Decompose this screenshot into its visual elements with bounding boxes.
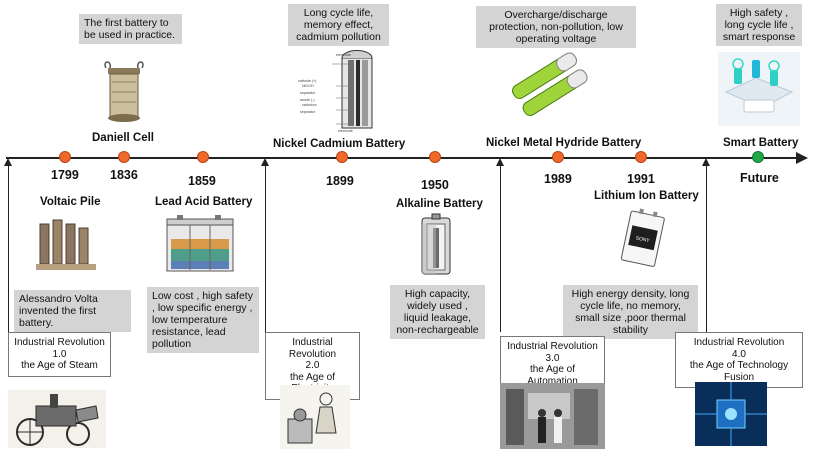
lead-acid-title: Lead Acid Battery xyxy=(155,196,253,208)
revolution-2-line2: 2.0 xyxy=(305,360,320,371)
voltaic-title: Voltaic Pile xyxy=(40,196,101,208)
nicd-label-separator-1: separator xyxy=(300,91,316,95)
revolution-2-line1: Industrial Revolution xyxy=(288,337,337,360)
daniell-note: The first battery to be used in practice… xyxy=(79,14,182,44)
revolution-1-arrowhead xyxy=(4,158,12,166)
milestone-dot-1799 xyxy=(59,151,71,163)
future-label: Future xyxy=(740,171,779,185)
timeline-axis xyxy=(6,157,796,159)
year-label: 1991 xyxy=(627,172,655,186)
nicd-label-electrode-bottom: electrode xyxy=(338,129,353,133)
technology-fusion-image xyxy=(695,382,767,446)
revolution-3-connector xyxy=(500,162,501,332)
revolution-1-line1: Industrial Revolution xyxy=(14,337,105,348)
timeline-arrowhead xyxy=(796,152,808,164)
lead-acid-note: Low cost , high safety , low specific en… xyxy=(147,287,259,353)
future-dot xyxy=(752,151,764,163)
year-label: 1836 xyxy=(110,168,138,182)
revolution-4-line1: Industrial Revolution xyxy=(693,337,785,348)
voltaic-pile-image xyxy=(36,219,96,270)
nicd-label-niooh: NiOOH xyxy=(302,84,314,88)
nicd-label-cathode: cathode (+) xyxy=(298,79,316,83)
daniell-title: Daniell Cell xyxy=(92,132,154,144)
nicd-label-cadmium: cadmium xyxy=(302,103,317,107)
revolution-1-line2: 1.0 xyxy=(52,348,67,360)
milestone-dot-1991 xyxy=(635,151,647,163)
milestone-dot-1989 xyxy=(552,151,564,163)
smart-note: High safety , long cycle life , smart re… xyxy=(716,4,802,46)
nicd-label-anode: anode (-) xyxy=(300,98,315,102)
revolution-4-line3: the Age of Technology Fusion xyxy=(689,360,789,383)
alkaline-note: High capacity, widely used , liquid leak… xyxy=(390,285,485,339)
year-label: 1859 xyxy=(188,174,216,188)
revolution-2-connector xyxy=(265,162,266,332)
nimh-title: Nickel Metal Hydride Battery xyxy=(486,137,642,149)
li-ion-brand-label: SONY xyxy=(635,235,651,244)
smart-battery-image xyxy=(718,52,800,126)
voltaic-note: Alessandro Volta invented the first batt… xyxy=(14,290,131,332)
nimh-note: Overcharge/discharge protection, non-pol… xyxy=(476,6,636,48)
daniell-cell-image xyxy=(104,61,144,122)
revolution-1-connector xyxy=(8,162,9,332)
lead-acid-battery-image xyxy=(166,215,234,272)
year-label: 1950 xyxy=(421,178,449,192)
revolution-4-connector xyxy=(706,162,707,332)
li-ion-note: High energy density, long cycle life, no… xyxy=(563,285,698,339)
steam-engine-image xyxy=(8,390,106,448)
revolution-2-arrowhead xyxy=(261,158,269,166)
revolution-1-box: Industrial Revolution 1.0 the Age of Ste… xyxy=(8,332,111,377)
revolution-3-box: Industrial Revolution 3.0 the Age of Aut… xyxy=(500,336,605,392)
li-ion-battery-image: SONY xyxy=(620,208,665,267)
milestone-dot-1899 xyxy=(336,151,348,163)
nimh-battery-image xyxy=(512,52,588,116)
revolution-3-line1: Industrial Revolution xyxy=(507,341,598,352)
revolution-1-line3: the Age of Steam xyxy=(21,360,98,371)
revolution-4-arrowhead xyxy=(702,158,710,166)
milestone-dot-1950 xyxy=(429,151,441,163)
li-ion-title: Lithium Ion Battery xyxy=(594,190,699,202)
year-label: 1799 xyxy=(51,168,79,182)
year-label: 1899 xyxy=(326,174,354,188)
alkaline-title: Alkaline Battery xyxy=(396,198,483,210)
nicd-cross-section-image: electrode cathode (+) NiOOH separator an… xyxy=(298,50,373,133)
revolution-3-line3: the Age of Automation xyxy=(527,364,578,387)
automation-room-image xyxy=(500,383,605,449)
milestone-dot-1859 xyxy=(197,151,209,163)
nicd-title: Nickel Cadmium Battery xyxy=(273,138,406,150)
year-label: 1989 xyxy=(544,172,572,186)
nicd-label-electrode-top: electrode xyxy=(336,53,351,57)
smart-title: Smart Battery xyxy=(723,137,799,149)
revolution-4-box: Industrial Revolution 4.0 the Age of Tec… xyxy=(675,332,803,388)
milestone-dot-1836 xyxy=(118,151,130,163)
nicd-label-separator-2: separator xyxy=(300,110,316,114)
revolution-3-line2: 3.0 xyxy=(545,352,560,364)
nicd-note: Long cycle life, memory effect, cadmium … xyxy=(288,4,389,46)
alkaline-battery-image xyxy=(421,213,451,275)
revolution-4-line2: 4.0 xyxy=(732,348,746,360)
revolution-3-arrowhead xyxy=(496,158,504,166)
electric-worker-image xyxy=(280,385,350,449)
